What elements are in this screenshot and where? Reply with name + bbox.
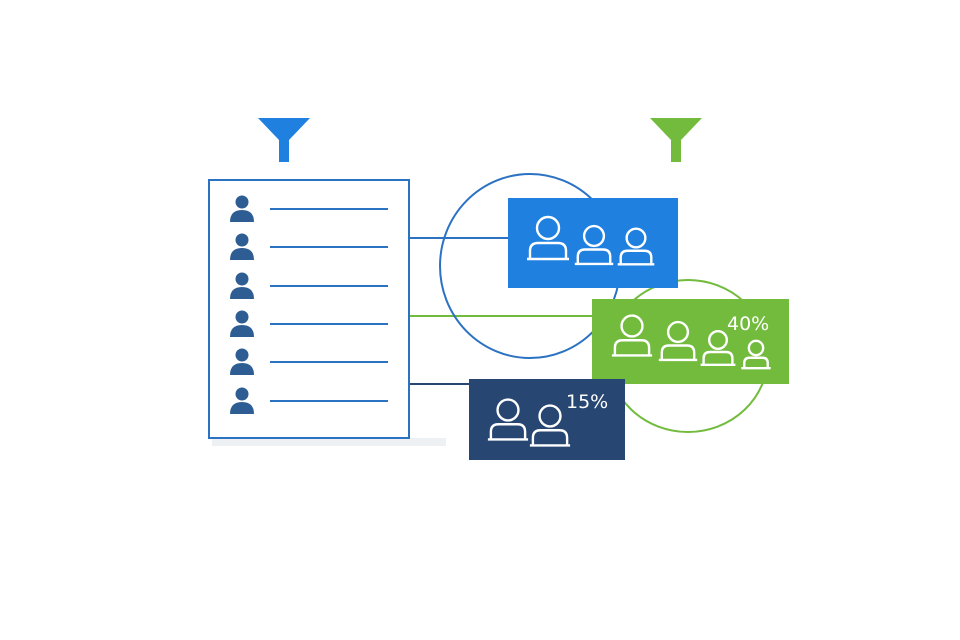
person-icon (230, 195, 254, 222)
person-icon (230, 272, 254, 299)
person-outline-icon (527, 215, 569, 261)
contact-list-rows (230, 195, 388, 414)
person-outline-icon (658, 320, 698, 362)
funnel-icon-green (650, 118, 702, 162)
group-icon-blue (527, 215, 655, 266)
list-row (230, 387, 388, 414)
list-row (230, 310, 388, 337)
person-icon (230, 348, 254, 375)
person-icon (230, 310, 254, 337)
person-icon (230, 233, 254, 260)
list-row (230, 233, 388, 260)
person-outline-icon (700, 330, 736, 366)
person-outline-icon (611, 314, 653, 357)
person-outline-icon (574, 224, 614, 266)
person-outline-icon (487, 398, 529, 441)
group-icon-navy (487, 398, 571, 447)
funnel-icon-blue (258, 118, 310, 162)
person-outline-icon (529, 404, 571, 447)
navy-segment-percent: 15% (566, 391, 608, 413)
person-outline-icon (741, 339, 771, 370)
person-outline-icon (617, 227, 655, 266)
green-segment-percent: 40% (727, 313, 769, 335)
person-icon (230, 387, 254, 414)
list-row (230, 348, 388, 375)
group-icon-green (611, 314, 771, 370)
list-row (230, 195, 388, 222)
list-panel-shadow (212, 438, 446, 446)
list-row (230, 272, 388, 299)
